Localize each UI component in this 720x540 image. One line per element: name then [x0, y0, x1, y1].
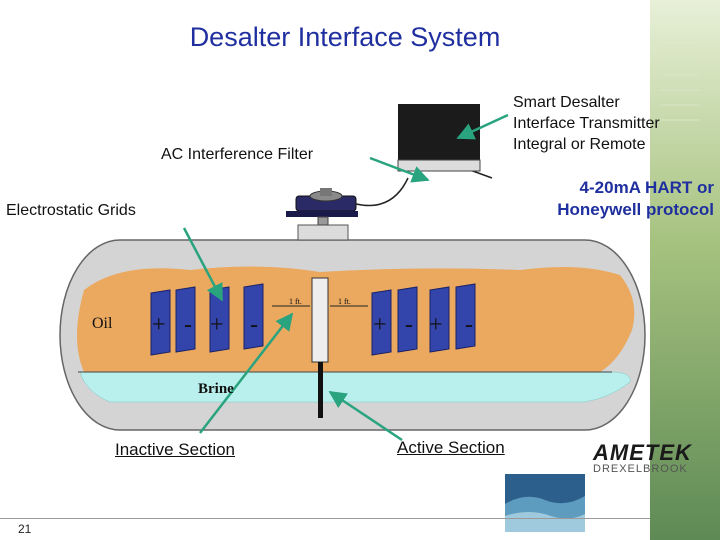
grid-sign-minus: - [405, 312, 413, 338]
probe-rod [318, 362, 323, 418]
transmitter-cable [355, 177, 409, 207]
protocol-label-line-2: Honeywell protocol [557, 200, 714, 219]
grids-label: Electrostatic Grids [6, 202, 136, 219]
ac-interference-filter [286, 188, 358, 241]
grid-sign-plus: + [429, 312, 443, 338]
grid-sign-minus: - [250, 312, 258, 338]
transmitter-label: Smart Desalter Interface Transmitter Int… [513, 92, 660, 155]
side-decoration-lines [660, 44, 700, 121]
transmitter-label-line-3: Integral or Remote [513, 136, 646, 153]
one-ft-right-label: 1 ft. [338, 297, 351, 306]
logo-image [505, 474, 585, 532]
callout-arrows [182, 113, 509, 442]
logo-subbrand: DREXELBROOK [593, 463, 688, 475]
oil-label: Oil [92, 315, 113, 332]
transmitter-label-line-1: Smart Desalter [513, 94, 620, 111]
page-title: Desalter Interface System [189, 22, 501, 52]
grid-sign-minus: - [465, 312, 473, 338]
logo-brand: AMETEK [593, 440, 692, 465]
footer-rule [0, 518, 650, 519]
desalter-transmitter [397, 104, 481, 172]
inactive-section-label: Inactive Section [115, 440, 236, 459]
grid-sign-plus: + [210, 312, 224, 338]
brine-layer [79, 371, 631, 403]
one-ft-left-label: 1 ft. [289, 297, 302, 306]
brine-label: Brine [198, 381, 234, 397]
protocol-label-line-1: 4-20mA HART or [579, 178, 714, 197]
probe-sheath [311, 277, 329, 363]
active-section-label: Active Section [397, 438, 505, 457]
active-grid-plates [371, 283, 476, 356]
inactive-grid-plates [150, 283, 264, 356]
transmitter-label-line-2: Interface Transmitter [513, 115, 660, 132]
slide-number: 21 [18, 522, 32, 536]
company-logo: AMETEK DREXELBROOK [593, 440, 715, 480]
grid-sign-plus: + [373, 312, 387, 338]
filter-label: AC Interference Filter [161, 146, 314, 163]
protocol-label: 4-20mA HART or Honeywell protocol [494, 177, 714, 221]
grid-sign-minus: - [184, 312, 192, 338]
grid-sign-plus: + [152, 312, 166, 338]
